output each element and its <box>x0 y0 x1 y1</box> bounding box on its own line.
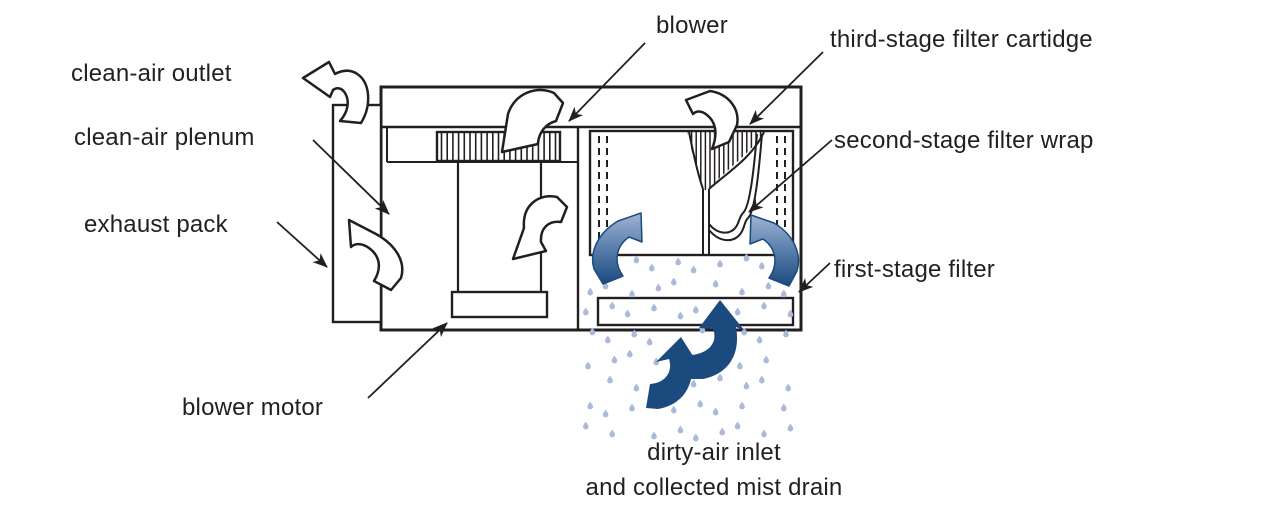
mist-droplet <box>697 399 703 408</box>
mist-droplet <box>624 309 631 318</box>
leader-exhaust-pack <box>276 221 328 268</box>
clean-air-outlet-arrow <box>301 60 370 125</box>
mist-droplet <box>690 379 697 388</box>
chamber-arrow-left <box>592 212 643 285</box>
label-first-stage-filter: first-stage filter <box>834 256 995 283</box>
mist-droplet <box>629 403 635 412</box>
mist-droplet <box>761 429 767 438</box>
mist-droplet <box>589 327 596 336</box>
mist-droplet <box>785 383 791 392</box>
mist-droplet <box>671 405 677 414</box>
blower-inlet-arrow <box>500 88 565 154</box>
mist-droplet <box>781 289 787 298</box>
mist-droplet <box>629 289 635 298</box>
mist-droplet <box>646 337 653 346</box>
chamber-arrow-right <box>749 214 800 287</box>
label-leaders <box>276 42 833 399</box>
mist-droplet <box>607 375 613 384</box>
mist-droplet <box>583 421 589 430</box>
mist-droplet <box>633 383 640 392</box>
mist-droplet <box>765 281 772 290</box>
mist-droplet <box>743 381 750 390</box>
leader-third-stage <box>749 51 824 125</box>
mist-droplet <box>717 259 723 268</box>
mist-droplet <box>677 425 684 434</box>
mist-droplet <box>756 335 763 344</box>
exhaust-recirculation-arrow <box>347 218 404 292</box>
blower-motor-box <box>450 290 549 319</box>
label-blower: blower <box>656 12 728 39</box>
mist-droplet <box>763 355 769 364</box>
label-clean-air-plenum: clean-air plenum <box>74 124 255 151</box>
mist-droplet <box>693 305 699 314</box>
mist-droplet <box>649 263 655 272</box>
mist-droplet <box>693 433 699 442</box>
mist-droplet <box>609 429 615 438</box>
mist-droplet <box>651 431 657 440</box>
mist-droplet <box>787 423 794 432</box>
mist-droplet <box>739 401 745 410</box>
mist-droplet <box>653 357 659 366</box>
mist-droplet <box>717 373 723 382</box>
mist-droplet <box>583 307 589 316</box>
label-dirty-air-inlet-line1: dirty-air inlet <box>647 439 781 466</box>
inlet-arrow-big <box>690 300 744 379</box>
label-dirty-air-inlet-line2: and collected mist drain <box>585 474 843 501</box>
dirty-air-inlet-arrows <box>646 300 744 409</box>
mist-droplet <box>602 409 609 418</box>
label-third-stage-filter-cartridge: third-stage filter cartidge <box>830 26 1093 53</box>
mist-droplet <box>605 335 611 344</box>
mist-droplet <box>690 265 697 274</box>
mist-droplet <box>783 329 789 338</box>
mist-droplet <box>743 253 750 262</box>
mist-droplet <box>739 287 745 296</box>
dirty-air-rising-arrows <box>592 212 800 287</box>
mist-droplet <box>671 277 677 286</box>
leader-second-stage <box>748 139 833 213</box>
mist-droplet <box>712 407 719 416</box>
mist-droplet <box>719 427 725 436</box>
mist-droplet <box>631 329 637 338</box>
mist-droplet <box>651 303 657 312</box>
mist-droplet <box>587 401 593 410</box>
cartridge-upflow-arrow <box>684 89 739 151</box>
airflow-arrows <box>301 60 739 292</box>
label-dirty-air-inlet: dirty-air inlet and collected mist drain <box>514 435 914 505</box>
label-exhaust-pack: exhaust pack <box>84 211 228 238</box>
mist-droplet <box>585 361 591 370</box>
mist-droplet <box>737 361 743 370</box>
label-blower-motor: blower motor <box>182 394 324 421</box>
exhaust-pack-box <box>331 103 383 324</box>
mist-droplet <box>611 355 618 364</box>
leader-blower-motor <box>367 322 448 399</box>
label-clean-air-outlet: clean-air outlet <box>71 60 232 87</box>
mist-droplet <box>677 311 684 320</box>
mist-droplet <box>734 307 741 316</box>
mist-droplet <box>759 375 765 384</box>
mist-droplet <box>787 309 794 318</box>
mist-droplet <box>655 283 662 292</box>
leader-clean-air-plenum <box>312 139 390 215</box>
mist-droplet <box>761 301 767 310</box>
mist-droplet <box>633 255 640 264</box>
inlet-arrow-small <box>646 337 700 409</box>
leader-blower <box>568 42 646 122</box>
plenum-downflow-arrow <box>511 194 569 261</box>
mist-droplet <box>781 403 787 412</box>
mist-droplet <box>712 279 719 288</box>
leader-first-stage <box>798 262 831 293</box>
label-second-stage-filter-wrap: second-stage filter wrap <box>834 127 1094 154</box>
mist-droplet <box>627 349 633 358</box>
mist-droplet <box>734 421 741 430</box>
mist-droplet <box>759 261 765 270</box>
mist-droplet <box>587 287 593 296</box>
mist-droplet <box>675 257 681 266</box>
mist-droplet <box>609 301 615 310</box>
